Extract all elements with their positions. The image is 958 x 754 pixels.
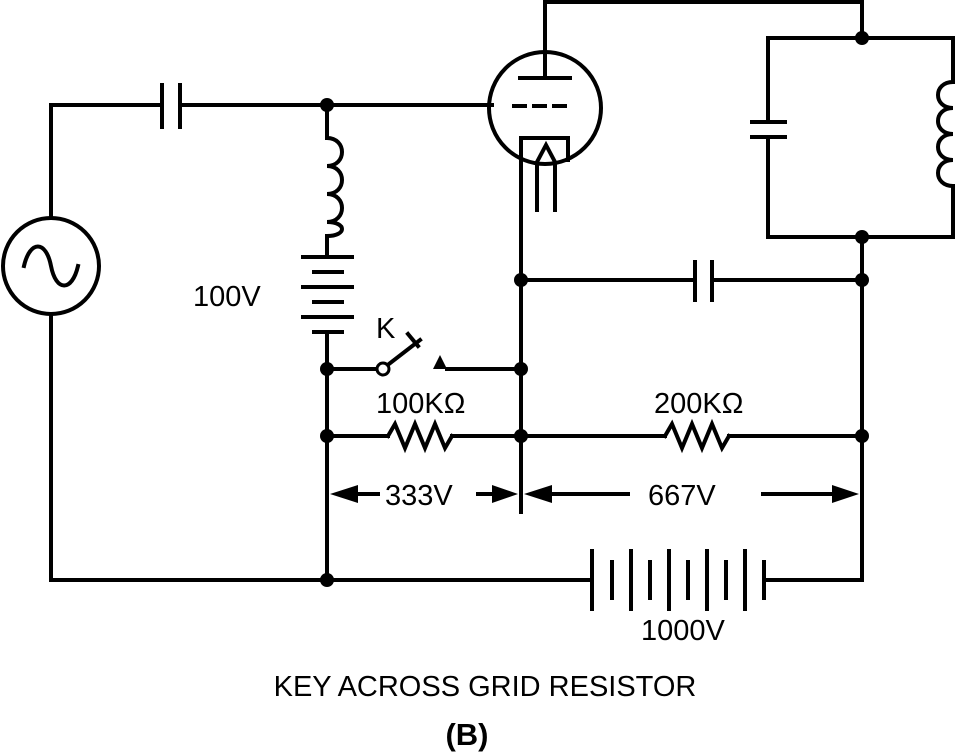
wire-plate-top [543,0,864,40]
grid-inductor [324,103,344,257]
figure-panel-label: (B) [445,717,488,752]
key-switch [325,331,523,377]
dimension-333v [325,456,523,514]
drop-333v-label: 333V [385,480,453,512]
resistor-100k [385,418,455,454]
key-label: K [376,313,396,345]
vacuum-tube [487,0,603,282]
drop-667v-label: 667V [648,480,716,512]
figure-caption: KEY ACROSS GRID RESISTOR [274,671,697,703]
tank-circuit [750,36,956,239]
junction-dots [320,31,869,587]
battery-100v-label: 100V [193,281,261,313]
resistor-200k-label: 200KΩ [654,388,743,420]
battery-1000v [590,549,766,611]
dimension-667v [524,485,859,503]
battery-1000v-label: 1000V [641,615,726,647]
battery-100v [301,255,354,334]
coupling-capacitor [160,83,182,129]
resistor-100k-label: 100KΩ [376,388,465,420]
wire-source-bottom [49,312,329,582]
ac-source [1,216,101,316]
wire-source-top [49,103,162,220]
bypass-capacitor [693,260,714,302]
resistor-200k [662,418,732,454]
